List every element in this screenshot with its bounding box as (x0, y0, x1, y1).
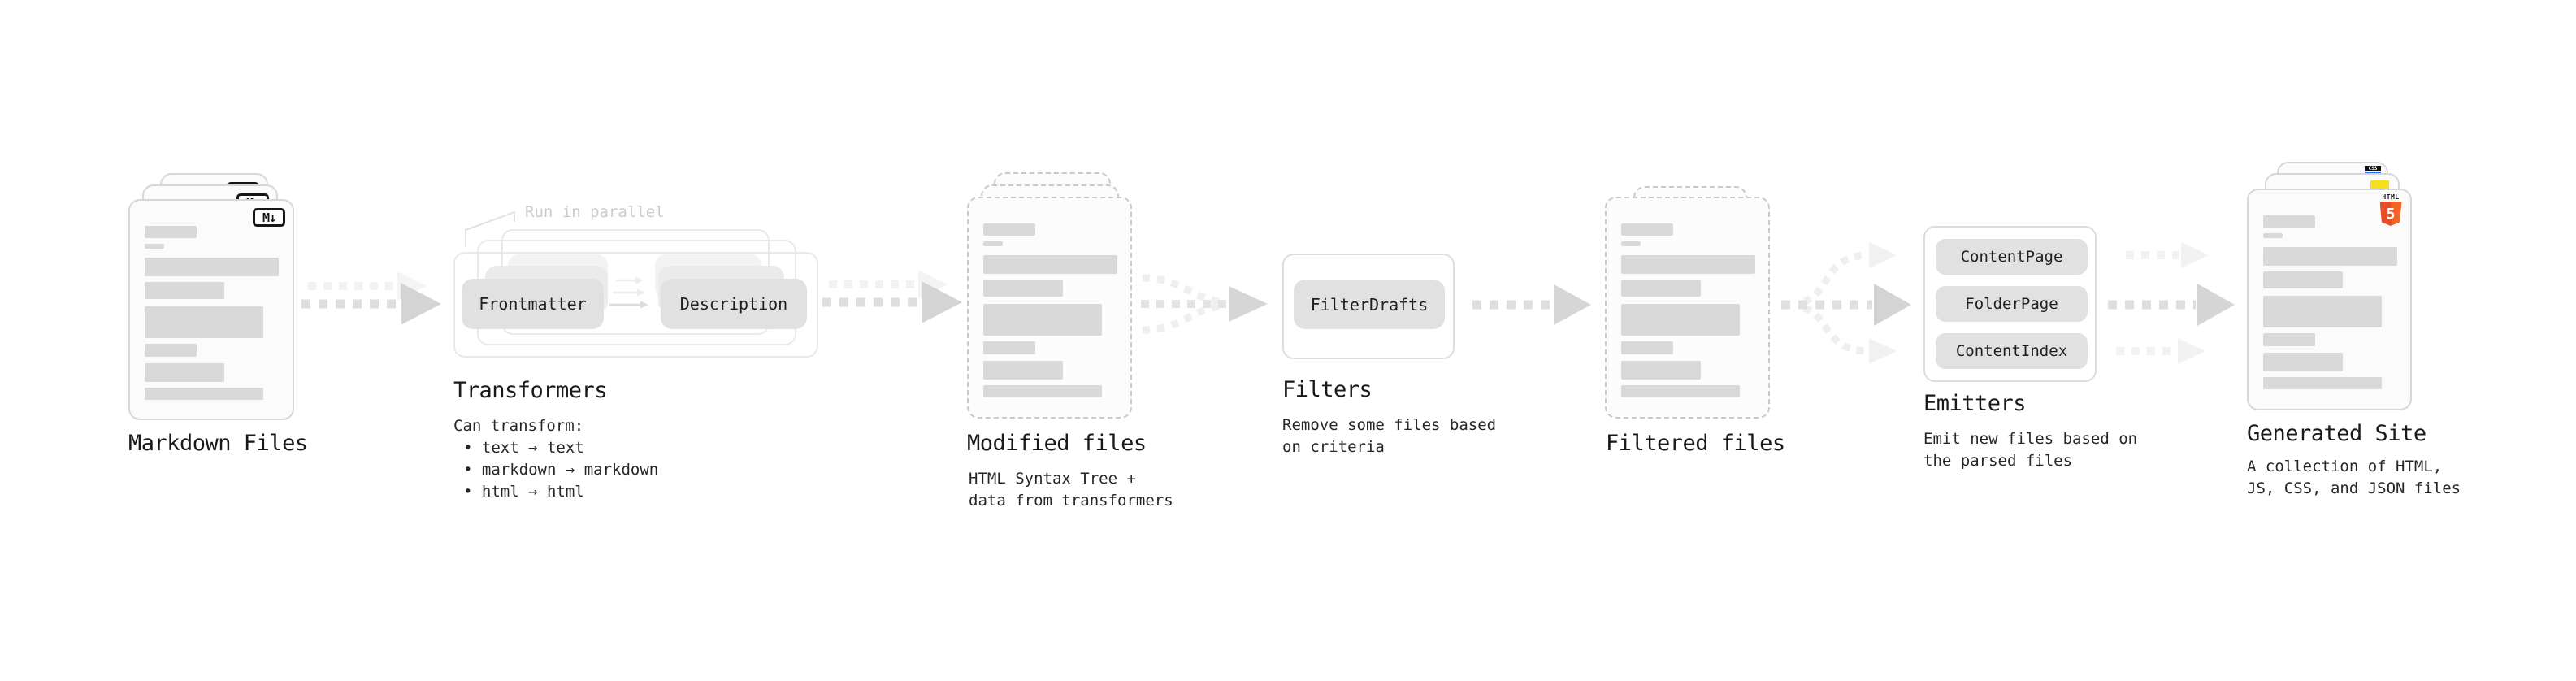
subtitle-line: the parsed files (1923, 452, 2073, 470)
placeholder-text-bar (983, 223, 1035, 236)
placeholder-text-bar (2263, 353, 2343, 371)
arrow-filters-to-filtered (1472, 284, 1591, 325)
subtitle-line: Remove some files based (1282, 416, 1497, 434)
transformers-description: Can transform: • text → text • markdown … (453, 415, 658, 503)
placeholder-text-bar (145, 363, 224, 382)
placeholder-text-bar (983, 341, 1035, 354)
placeholder-text-bar (2263, 271, 2343, 288)
placeholder-text-bar (145, 306, 263, 338)
placeholder-text-bar (2263, 333, 2315, 346)
placeholder-text-bar (1621, 255, 1755, 274)
placeholder-text-bar (1621, 223, 1673, 236)
generated-site-title: Generated Site (2247, 421, 2426, 446)
subtitle-line: A collection of HTML, (2247, 458, 2443, 475)
contentpage-button: ContentPage (1936, 239, 2088, 275)
filtered-doc-front (1605, 197, 1770, 419)
subtitle-line: HTML Syntax Tree + (969, 470, 1136, 488)
transform-arrows-icon (609, 276, 648, 309)
generated-doc-front: HTML 5 (2247, 189, 2412, 410)
transform-bullet: • markdown → markdown (463, 461, 659, 479)
placeholder-text-bar (145, 258, 279, 276)
placeholder-text-bar (2263, 377, 2382, 389)
markdown-doc-front: M↓ (128, 199, 294, 420)
placeholder-text-bar (1621, 280, 1701, 297)
placeholder-text-bar (1621, 385, 1740, 397)
subtitle-line: JS, CSS, and JSON files (2247, 479, 2461, 497)
filters-title: Filters (1282, 377, 1373, 402)
run-in-parallel-note: Run in parallel (525, 203, 665, 221)
contentindex-button: ContentIndex (1936, 333, 2088, 369)
emitters-box: ContentPage FolderPage ContentIndex (1923, 226, 2097, 382)
description-button: Description (661, 279, 807, 329)
transform-bullet: • html → html (463, 483, 584, 501)
filters-subtitle: Remove some files based on criteria (1282, 414, 1496, 458)
placeholder-text-bar (983, 304, 1102, 336)
filterdrafts-button: FilterDrafts (1294, 280, 1445, 329)
arrow-emitters-to-generated (2108, 242, 2235, 364)
transformers-container-front (453, 252, 818, 358)
placeholder-text-bar (1621, 361, 1701, 380)
modified-files-subtitle: HTML Syntax Tree + data from transformer… (969, 468, 1173, 512)
html5-icon-number: 5 (2386, 205, 2396, 223)
html5-icon-word: HTML (2382, 193, 2400, 201)
placeholder-text-bar (983, 241, 1003, 246)
emitters-title: Emitters (1923, 391, 2027, 416)
filtered-files-title: Filtered files (1606, 431, 1785, 456)
subtitle-line: data from transformers (969, 492, 1173, 510)
placeholder-text-bar (983, 361, 1063, 380)
subtitle-line: on criteria (1282, 438, 1385, 456)
placeholder-text-bar (145, 282, 224, 299)
html5-icon-shield: 5 (2379, 202, 2402, 226)
modified-doc-front (967, 197, 1132, 419)
arrow-markdown-to-transformers (301, 271, 441, 325)
placeholder-text-bar (983, 255, 1117, 274)
folderpage-button: FolderPage (1936, 286, 2088, 322)
transform-bullet: • text → text (463, 439, 584, 457)
placeholder-text-bar (2263, 296, 2382, 327)
placeholder-text-bar (1621, 304, 1740, 336)
placeholder-text-bar (2263, 233, 2283, 238)
placeholder-text-bar (983, 385, 1102, 397)
modified-files-title: Modified files (967, 431, 1147, 456)
placeholder-text-bar (145, 226, 197, 238)
placeholder-text-bar (1621, 341, 1673, 354)
transformers-title: Transformers (453, 378, 608, 403)
frontmatter-button: Frontmatter (462, 279, 604, 329)
placeholder-text-bar (2263, 215, 2315, 228)
placeholder-text-bar (145, 244, 164, 249)
transformers-heading: Can transform: (453, 417, 584, 435)
placeholder-text-bar (145, 388, 263, 400)
placeholder-text-bar (2263, 247, 2397, 266)
css-icon-label: CSS (2365, 166, 2381, 171)
run-in-parallel-callout-line (465, 210, 515, 247)
generated-site-subtitle: A collection of HTML, JS, CSS, and JSON … (2247, 456, 2461, 500)
arrow-transformers-to-modified (822, 270, 962, 323)
placeholder-text-bar (1621, 241, 1641, 246)
placeholder-text-bar (145, 344, 197, 357)
markdown-files-title: Markdown Files (128, 431, 308, 456)
html5-icon: HTML 5 (2379, 193, 2402, 226)
js-icon (2370, 180, 2389, 189)
arrow-filtered-to-emitters (1781, 242, 1911, 364)
placeholder-text-bar (983, 280, 1063, 297)
emitters-subtitle: Emit new files based on the parsed files (1923, 428, 2137, 472)
arrow-modified-to-filters (1141, 274, 1268, 334)
markdown-icon: M↓ (253, 208, 285, 227)
subtitle-line: Emit new files based on (1923, 430, 2138, 448)
